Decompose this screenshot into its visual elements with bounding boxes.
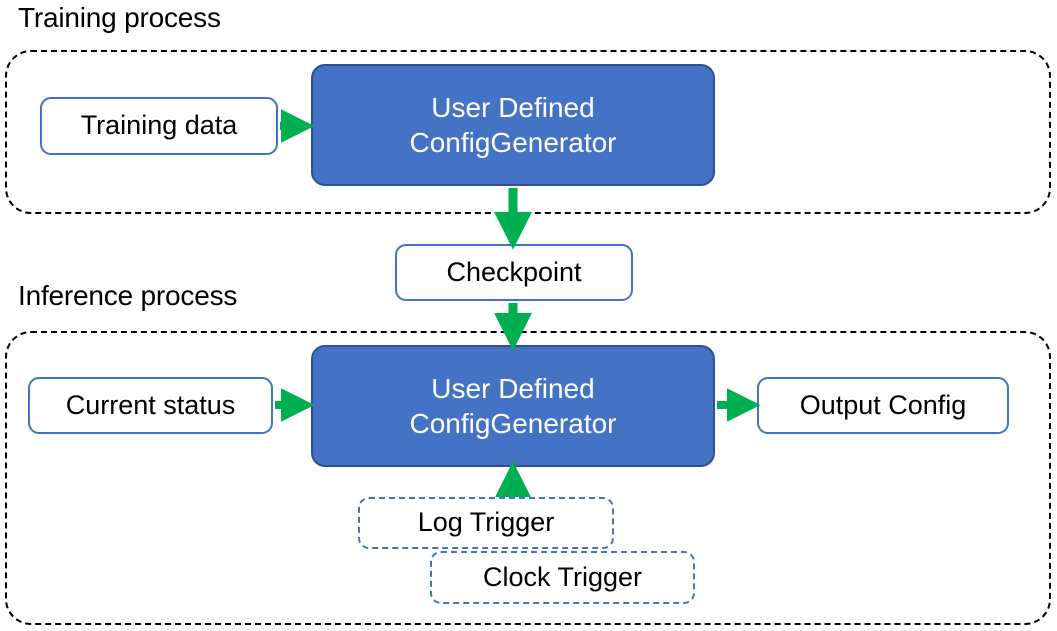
node-log-trigger[interactable]: Log Trigger	[358, 497, 614, 549]
node-training-data-label: Training data	[80, 110, 238, 141]
node-training-generator-line2: ConfigGenerator	[409, 127, 617, 158]
node-output-config[interactable]: Output Config	[757, 377, 1009, 434]
node-training-user-defined-configgenerator[interactable]: User Defined ConfigGenerator	[311, 64, 715, 186]
node-checkpoint[interactable]: Checkpoint	[395, 244, 633, 301]
node-training-generator-line1: User Defined	[431, 92, 595, 123]
node-inference-user-defined-configgenerator[interactable]: User Defined ConfigGenerator	[311, 345, 715, 467]
node-clock-trigger-label: Clock Trigger	[482, 561, 643, 592]
node-clock-trigger[interactable]: Clock Trigger	[430, 551, 695, 604]
node-output-config-label: Output Config	[799, 389, 967, 420]
node-log-trigger-label: Log Trigger	[417, 507, 555, 538]
node-checkpoint-label: Checkpoint	[446, 256, 582, 287]
node-current-status[interactable]: Current status	[28, 377, 273, 434]
node-inference-generator-line1: User Defined	[431, 373, 595, 404]
section-caption-training: Training process	[18, 2, 221, 33]
node-training-data[interactable]: Training data	[40, 97, 278, 155]
section-caption-inference: Inference process	[18, 280, 238, 311]
node-current-status-label: Current status	[65, 389, 236, 420]
node-inference-generator-line2: ConfigGenerator	[409, 408, 617, 439]
